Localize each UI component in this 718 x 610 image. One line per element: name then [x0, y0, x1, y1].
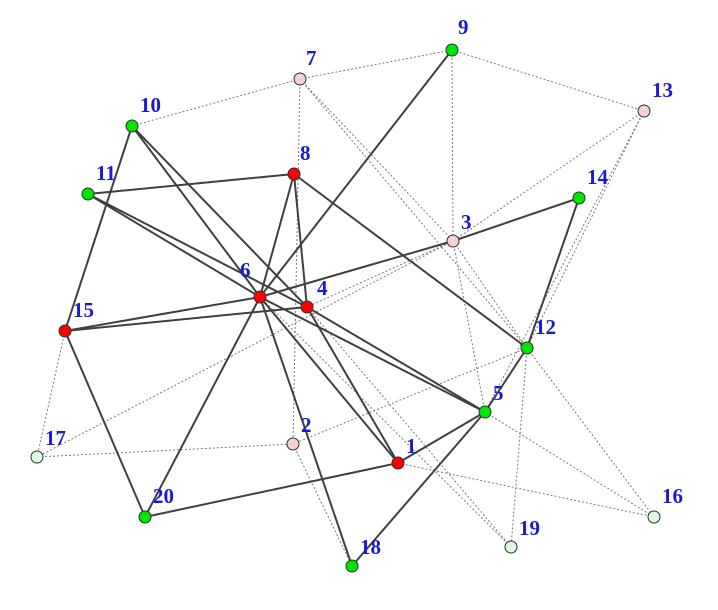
node-label-12: 12: [535, 315, 556, 339]
edge-8-12: [293, 173, 528, 349]
edge-7-3: [299, 78, 454, 242]
edge-13-5: [484, 110, 645, 413]
node-15: [58, 324, 72, 338]
edge-3-14: [452, 197, 580, 242]
node-label-8: 8: [300, 141, 311, 165]
node-label-9: 9: [458, 15, 469, 39]
node-label-11: 11: [96, 161, 116, 185]
edge-3-4: [306, 240, 454, 308]
node-label-6: 6: [240, 258, 251, 282]
node-label-14: 14: [587, 165, 609, 189]
node-12: [520, 341, 534, 355]
edge-7-9: [299, 49, 453, 80]
node-label-17: 17: [45, 426, 66, 450]
node-4: [300, 300, 314, 314]
edge-3-12: [452, 240, 528, 349]
node-label-7: 7: [306, 46, 317, 70]
edge-4-19: [306, 306, 512, 548]
node-label-13: 13: [652, 78, 673, 102]
node-13: [637, 104, 651, 118]
node-16: [647, 510, 661, 524]
edge-4-1: [306, 306, 399, 464]
edge-12-5: [484, 347, 528, 413]
node-19: [504, 540, 518, 554]
dotted-edges: [36, 49, 655, 567]
node-label-5: 5: [493, 381, 504, 405]
edge-9-13: [451, 49, 645, 112]
edge-17-2: [36, 443, 294, 458]
node-6: [253, 290, 267, 304]
edge-6-15: [64, 296, 261, 332]
node-17: [30, 450, 44, 464]
edge-6-11: [87, 193, 261, 298]
node-label-1: 1: [406, 434, 417, 458]
edge-6-1: [259, 296, 399, 464]
node-2: [286, 437, 300, 451]
solid-edges: [64, 49, 580, 567]
node-8: [287, 167, 301, 181]
node-11: [81, 187, 95, 201]
edge-4-8: [293, 173, 308, 308]
edge-7-10: [131, 78, 301, 127]
node-label-16: 16: [662, 484, 683, 508]
edge-10-15: [64, 125, 133, 332]
edge-12-19: [510, 347, 528, 548]
edge-9-3: [451, 49, 454, 242]
edge-15-17: [36, 330, 66, 458]
edge-7-2: [292, 78, 301, 445]
node-label-18: 18: [360, 535, 381, 559]
edge-15-20: [64, 330, 146, 518]
node-3: [446, 234, 460, 248]
edge-2-18: [292, 443, 353, 567]
edge-13-12: [526, 110, 645, 349]
edge-12-16: [526, 347, 655, 518]
edge-4-10: [131, 125, 308, 308]
edge-13-3: [452, 110, 645, 242]
edge-3-5: [452, 240, 486, 413]
node-label-20: 20: [153, 484, 174, 508]
node-9: [445, 43, 459, 57]
edge-1-16: [397, 462, 655, 518]
node-14: [572, 191, 586, 205]
node-7: [293, 72, 307, 86]
edge-6-3: [259, 240, 454, 298]
edge-5-18: [351, 411, 486, 567]
edge-6-20: [144, 296, 261, 518]
edge-5-1: [397, 411, 486, 464]
edge-8-11: [87, 173, 295, 195]
nodes: [30, 43, 661, 573]
edge-5-16: [484, 411, 655, 518]
edge-6-8: [259, 173, 295, 298]
node-10: [125, 119, 139, 133]
edge-6-5: [259, 296, 486, 413]
node-label-3: 3: [461, 210, 472, 234]
node-1: [391, 456, 405, 470]
node-label-19: 19: [519, 516, 540, 540]
edge-6-18: [259, 296, 353, 567]
node-label-2: 2: [301, 413, 312, 437]
edge-4-11: [87, 193, 308, 308]
node-18: [345, 559, 359, 573]
node-label-4: 4: [317, 276, 328, 300]
node-label-15: 15: [73, 298, 94, 322]
edge-6-9: [259, 49, 453, 298]
edge-12-2: [292, 347, 528, 445]
edge-7-12: [299, 78, 528, 349]
node-5: [478, 405, 492, 419]
edge-6-10: [131, 125, 261, 298]
edge-14-12: [526, 197, 580, 349]
node-label-10: 10: [140, 93, 161, 117]
node-20: [138, 510, 152, 524]
edge-4-15: [64, 306, 308, 332]
edge-1-20: [144, 462, 399, 518]
edge-6-19: [259, 296, 512, 548]
edge-4-5: [306, 306, 486, 413]
